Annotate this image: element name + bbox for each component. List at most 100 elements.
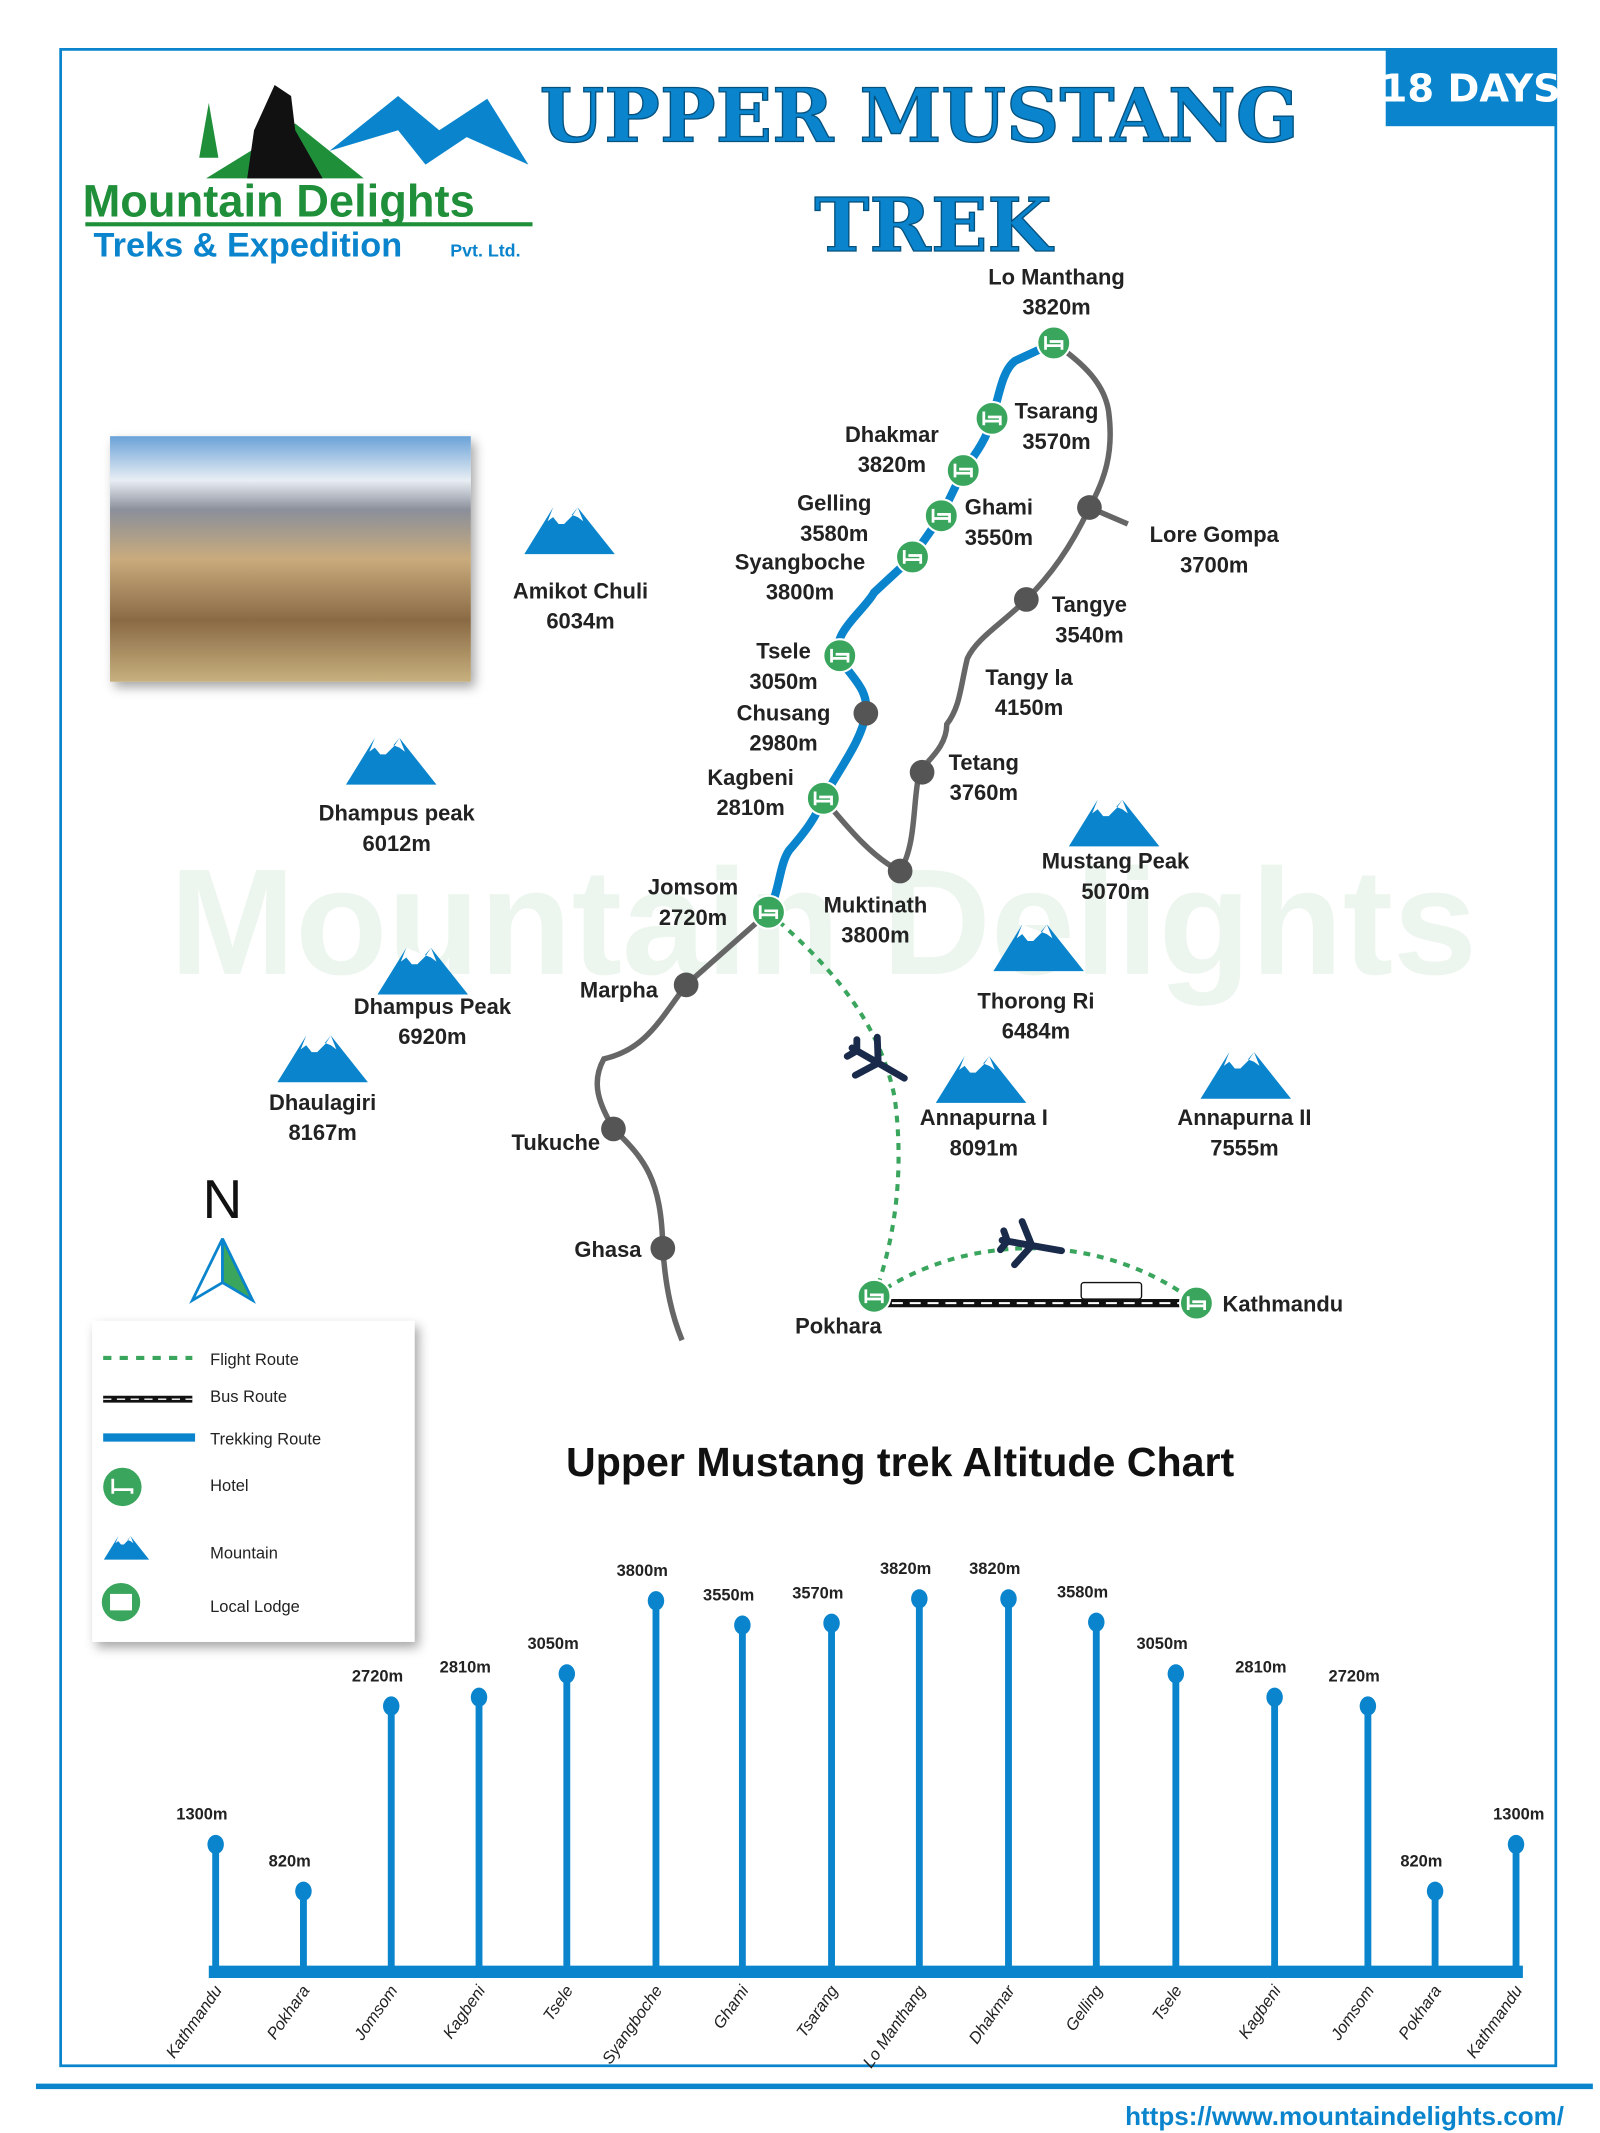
mountain-icon: [345, 737, 437, 785]
lodge-marker-muktinath[interactable]: [887, 858, 913, 884]
legend-label: Mountain: [210, 1544, 278, 1562]
svg-text:Treks & Expedition: Treks & Expedition: [94, 227, 403, 265]
hotel-marker-dhakmar[interactable]: [945, 453, 981, 488]
altitude-point: [1000, 1589, 1017, 1609]
mountain-name: Dhampus Peak: [354, 994, 512, 1019]
place-name: Dhakmar: [845, 422, 939, 447]
lodge-marker-tetang[interactable]: [909, 759, 935, 785]
altitude-value-label: 3800m: [617, 1562, 668, 1580]
airplane-icon: [997, 1218, 1065, 1269]
lodge-marker-tukuche[interactable]: [601, 1116, 626, 1142]
bed-icon: [758, 905, 779, 920]
altitude-value-label: 2810m: [1235, 1659, 1286, 1677]
hotel-marker-tsele[interactable]: [822, 638, 858, 674]
altitude-point: [647, 1591, 665, 1611]
category-label: Jomsom: [350, 1982, 401, 2044]
category-label: Dhakmar: [966, 1981, 1020, 2047]
compass-north-label: N: [203, 1168, 243, 1230]
altitude-value-label: 3580m: [1057, 1584, 1108, 1602]
place-name: Tsele: [756, 639, 810, 664]
altitude-point: [1359, 1696, 1377, 1716]
legend-label: Hotel: [210, 1477, 248, 1495]
hotel-marker-lo-manthang[interactable]: [1036, 325, 1072, 361]
altitude-point: [1088, 1612, 1105, 1632]
hotel-marker[interactable]: [923, 498, 959, 534]
place-altitude: 3580m: [800, 521, 868, 546]
mountain-altitude: 8091m: [950, 1135, 1018, 1160]
place-name: Lo Manthang: [988, 264, 1124, 289]
place-name: Tetang: [949, 750, 1019, 775]
bed-icon: [830, 648, 850, 663]
place-name: Jomsom: [648, 875, 738, 900]
hotel-marker-kagbeni[interactable]: [805, 780, 841, 816]
mountain-legend-icon: [103, 1536, 150, 1560]
altitude-point: [1167, 1664, 1185, 1684]
hotel-marker-jomsom[interactable]: [750, 894, 786, 930]
altitude-value-label: 2720m: [1329, 1667, 1380, 1685]
category-label: Pokhara: [264, 1982, 314, 2043]
bed-icon: [1044, 336, 1064, 350]
lodge-marker-lore-gompa[interactable]: [1077, 495, 1102, 520]
category-label: Lo Manthang: [860, 1982, 930, 2071]
altitude-point: [1507, 1834, 1525, 1855]
legend-label: Bus Route: [210, 1388, 287, 1406]
category-label: Syangboche: [599, 1982, 666, 2067]
bed-icon: [1186, 1296, 1207, 1310]
mountain-altitude: 6920m: [398, 1024, 466, 1049]
mountain-altitude: 6012m: [363, 831, 431, 856]
place-name: Marpha: [580, 978, 659, 1003]
footer-url-link[interactable]: https://www.mountaindelights.com/: [1125, 2101, 1564, 2131]
mountain-altitude: 7555m: [1210, 1135, 1278, 1160]
watermark-logo: Mountain Delights: [170, 837, 1477, 1006]
altitude-value-label: 1300m: [1493, 1806, 1544, 1824]
mountain-altitude: 8167m: [288, 1120, 356, 1145]
place-altitude: 2980m: [749, 731, 817, 756]
lodge-marker-tangye[interactable]: [1013, 587, 1039, 612]
hotel-marker-pokhara[interactable]: [856, 1278, 892, 1314]
hotel-marker-kathmandu[interactable]: [1178, 1285, 1214, 1321]
place-altitude: 3820m: [1022, 294, 1090, 319]
legend-label: Flight Route: [210, 1351, 299, 1369]
category-label: Kathmandu: [1463, 1982, 1526, 2061]
altitude-value-label: 3550m: [703, 1586, 754, 1604]
page-title-line1: UPPER MUSTANG: [540, 72, 1299, 159]
place-name: Kathmandu: [1222, 1292, 1343, 1317]
hotel-marker-tsarang[interactable]: [974, 400, 1010, 436]
category-label: Jomsom: [1327, 1982, 1378, 2044]
category-label: Gelling: [1062, 1982, 1106, 2034]
chart-baseline: [208, 1965, 1523, 1978]
lodge-marker-marpha[interactable]: [673, 972, 699, 998]
duration-badge: [1385, 49, 1556, 127]
flight-route-kathmandu-pokhara: [872, 1246, 1198, 1305]
altitude-value-label: 2810m: [440, 1659, 491, 1677]
category-label: Kagbeni: [440, 1981, 490, 2042]
altitude-point: [295, 1881, 312, 1901]
lodge-marker-ghasa[interactable]: [650, 1235, 676, 1261]
bus-icon: [1080, 1281, 1143, 1300]
page-title-line2: TREK: [814, 182, 1054, 269]
place-altitude: 3550m: [965, 525, 1033, 550]
place-name: Ghasa: [574, 1237, 642, 1262]
place-name: Tsarang: [1015, 399, 1099, 424]
place-altitude: 3570m: [1022, 429, 1090, 454]
flight-route-pokhara-jomsom: [767, 910, 901, 1297]
category-label: Tsarang: [793, 1982, 842, 2041]
place-altitude: 3760m: [950, 780, 1018, 805]
mountain-icon: [524, 507, 615, 555]
place-name: Pokhara: [795, 1314, 882, 1339]
duration-badge-text: 18 DAYS: [1381, 67, 1561, 112]
place-name: Muktinath: [824, 892, 928, 917]
altitude-point: [734, 1615, 751, 1635]
frame-border: [59, 48, 1558, 2068]
legend-label: Local Lodge: [210, 1598, 300, 1616]
altitude-value-label: 1300m: [176, 1806, 227, 1824]
hotel-marker-syangboche[interactable]: [894, 539, 930, 575]
lodge-marker-chusang[interactable]: [853, 700, 879, 726]
place-name: Lore Gompa: [1150, 522, 1280, 547]
mountain-name: Dhampus peak: [319, 801, 476, 826]
altitude-point: [558, 1664, 576, 1684]
place-altitude: 3540m: [1055, 622, 1123, 647]
place-altitude: 3800m: [841, 923, 909, 948]
mountain-altitude: 6034m: [546, 609, 614, 634]
place-altitude: 3050m: [749, 669, 817, 694]
